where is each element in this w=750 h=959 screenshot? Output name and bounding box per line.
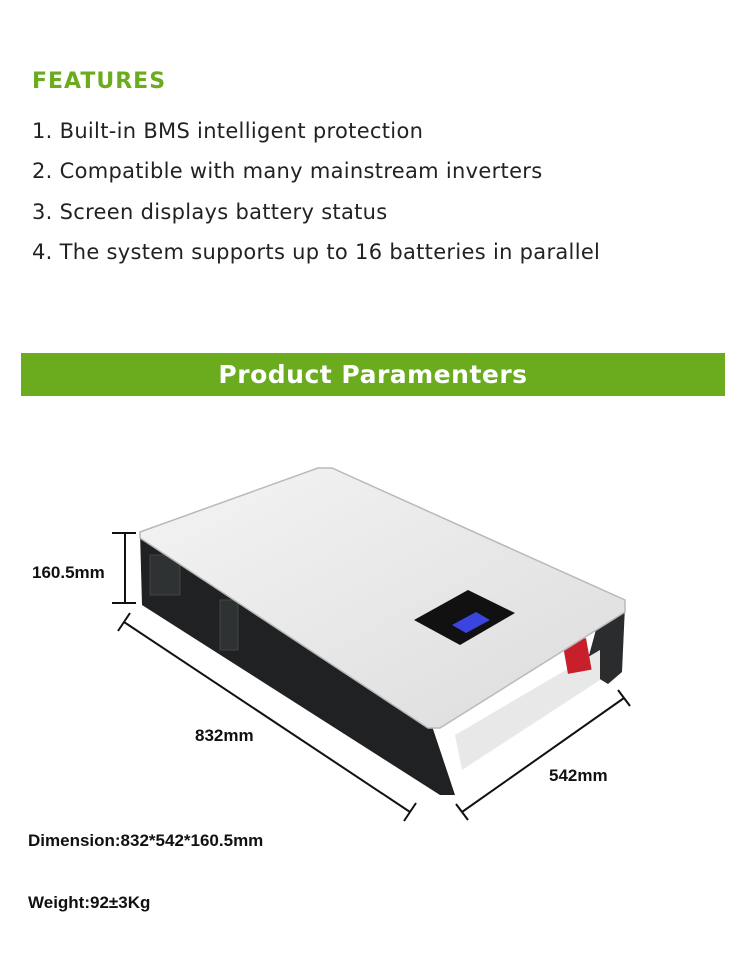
- battery-left-face: [140, 532, 455, 795]
- section-banner: Product Paramenters: [21, 353, 725, 396]
- feature-item: 4. The system supports up to 16 batterie…: [32, 240, 601, 264]
- banner-title: Product Paramenters: [218, 360, 528, 389]
- battery-side-panel: [455, 650, 600, 770]
- length-label: 832mm: [195, 726, 254, 745]
- feature-item: 1. Built-in BMS intelligent protection: [32, 119, 424, 143]
- vent-mid: [219, 599, 239, 651]
- dimension-lines: [112, 532, 631, 822]
- battery-product-image: [112, 467, 631, 822]
- feature-item: 2. Compatible with many mainstream inver…: [32, 159, 543, 183]
- features-heading: FEATURES: [32, 69, 167, 94]
- feature-item: 3. Screen displays battery status: [32, 200, 388, 224]
- weight-spec: Weight:92±3Kg: [28, 893, 151, 912]
- display-panel: [414, 590, 515, 645]
- lcd-screen: [452, 612, 490, 633]
- dimension-spec: Dimension:832*542*160.5mm: [28, 831, 264, 850]
- battery-top-face: [139, 467, 626, 729]
- width-label: 542mm: [549, 766, 608, 785]
- height-label: 160.5mm: [32, 563, 105, 582]
